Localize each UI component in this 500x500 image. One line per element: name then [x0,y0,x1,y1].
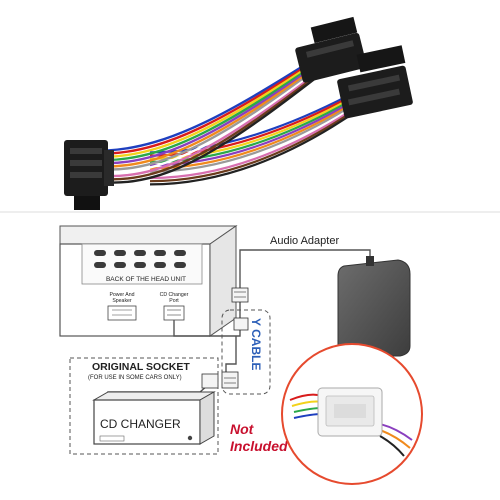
not-included-inset [281,343,423,485]
y-cable-label: Y CABLE [249,318,263,370]
harness-wire [107,58,321,158]
original-socket-dashed-box [69,357,219,455]
harness-wire [107,64,321,168]
harness-wire [107,60,321,162]
cd-changer-button [187,435,193,441]
cd-changer-unit: CD CHANGER [92,391,216,445]
upper-right-harness-connector [295,16,367,83]
inset-white-connector [317,387,383,437]
left-harness-connector [64,140,114,210]
harness-wire [107,67,321,175]
audio-adapter-label: Audio Adapter [270,235,339,247]
harness-wire [149,105,361,183]
harness-wire [149,90,361,157]
original-socket-note: (FOR USE IN SOME CARS ONLY) [88,375,182,381]
original-socket-plug [201,373,219,389]
power-speaker-port [107,305,137,321]
harness-wire [149,88,361,154]
harness-wire [107,56,321,155]
harness-wire [107,65,321,171]
lower-right-harness-connector [337,45,413,119]
harness-wire [149,107,361,186]
harness-wire [149,103,361,180]
cd-port-label-line2: Port [169,298,179,304]
not-included-line2: Included [230,438,288,454]
vent-holes [94,250,186,268]
back-of-head-unit-label: BACK OF THE HEAD UNIT [106,276,186,283]
audio-adapter-box [337,256,411,357]
original-socket-label: ORIGINAL SOCKET [92,361,190,373]
harness-wire [107,54,321,152]
harness-wire [107,69,321,178]
power-speaker-label-line2: Speaker [112,298,132,304]
harness-wire [107,71,321,181]
head-unit: BACK OF THE HEAD UNIT Power And Speaker … [59,225,238,337]
y-cable-bottom-plug [221,371,239,389]
harness-wire [107,73,321,184]
power-speaker-label-line1: Power And [109,292,134,298]
cd-changer-port [163,305,185,321]
y-cable-dashed-box [221,309,271,395]
harness-wire [107,62,321,165]
y-cable-top-plug [231,287,249,303]
harness-photo [64,16,413,210]
y-cable-connectors [201,287,249,389]
cd-changer-label: CD CHANGER [100,417,181,431]
wire-bundle [107,54,361,186]
y-cable-middle-plug [233,317,249,331]
cd-port-label-line1: CD Changer [160,292,189,298]
not-included-line1: Not [230,421,255,437]
cd-changer-slot [99,435,125,442]
harness-wire [149,101,361,176]
